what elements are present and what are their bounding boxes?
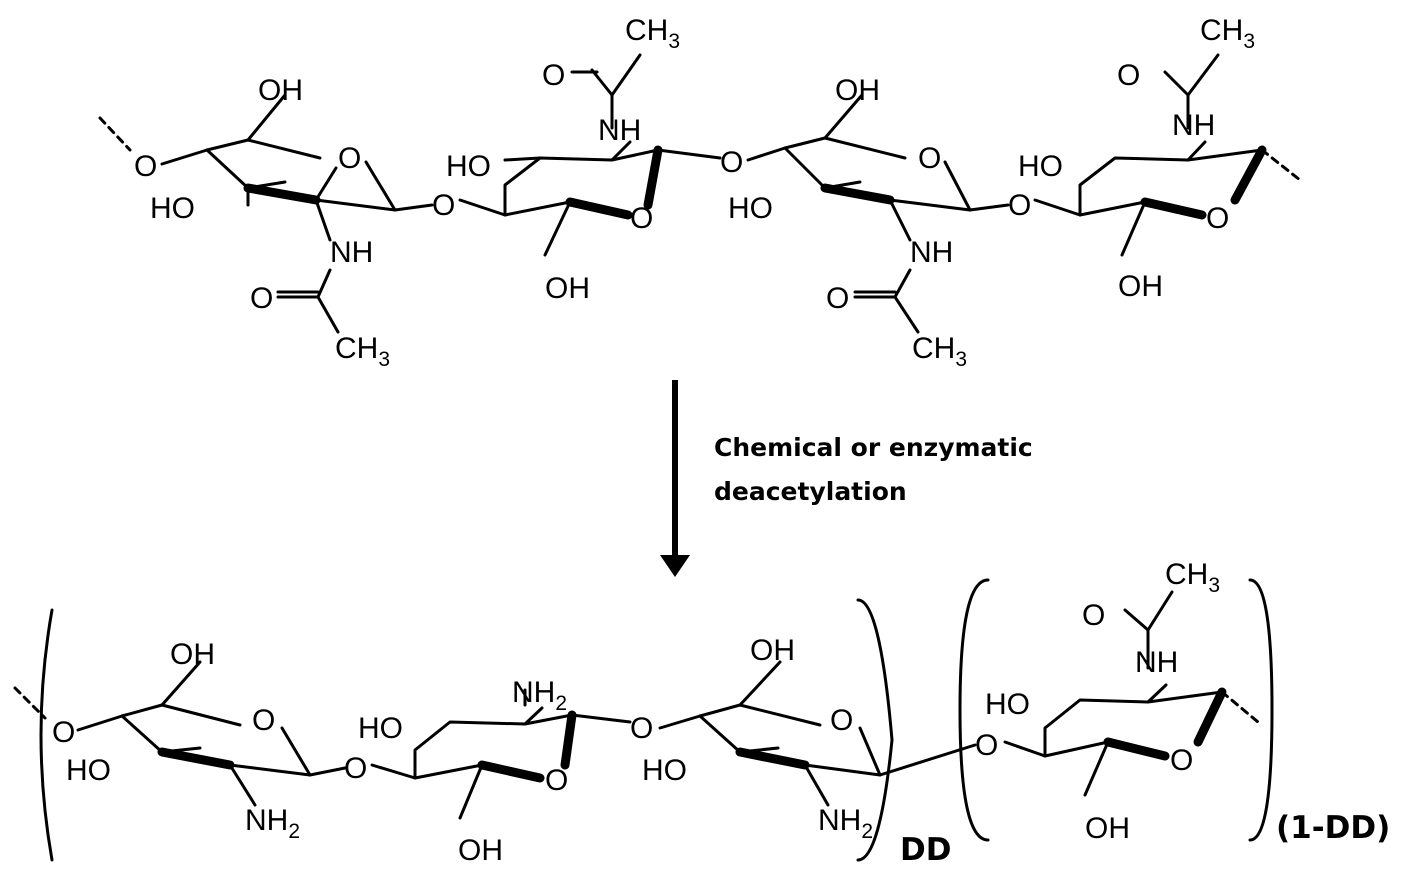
atom-carbonyl-o: O — [542, 59, 565, 92]
atom-ho: HO — [446, 150, 491, 183]
atom-oh: OH — [170, 638, 215, 671]
chitin-chain — [98, 53, 1302, 334]
atom-ring-o: O — [1170, 744, 1193, 777]
atom-amine: NH2 — [245, 804, 300, 843]
atom-bridge-o: O — [52, 716, 75, 749]
atom-ring-o: O — [545, 764, 568, 797]
chitosan-atom-labels: O OH O HO NH2 O HO OH O NH2 O OH O HO NH… — [52, 558, 1390, 868]
chitosan-block — [13, 598, 977, 862]
atom-ho: HO — [358, 712, 403, 745]
atom-carbonyl-o: O — [1082, 599, 1105, 632]
atom-ch3: CH3 — [1165, 558, 1220, 597]
atom-carbonyl-o: O — [826, 282, 849, 315]
atom-nh: NH — [1172, 109, 1215, 142]
atom-ring-o: O — [338, 142, 361, 175]
atom-ho: HO — [985, 688, 1030, 721]
atom-ho: HO — [1018, 150, 1063, 183]
atom-oh: OH — [1085, 812, 1130, 845]
atom-oh: OH — [458, 834, 503, 867]
atom-bridge-o: O — [975, 729, 998, 762]
atom-bridge-o: O — [630, 712, 653, 745]
atom-ring-o: O — [630, 202, 653, 235]
atom-bridge-o: O — [1008, 189, 1031, 222]
atom-ch3: CH3 — [1200, 14, 1255, 53]
atom-ring-o: O — [252, 704, 275, 737]
atom-ch3: CH3 — [335, 332, 390, 371]
reaction-label-line2: deacetylation — [714, 477, 907, 506]
atom-oh: OH — [835, 74, 880, 107]
atom-nh: NH — [1135, 646, 1178, 679]
atom-ho: HO — [150, 192, 195, 225]
chitin-atom-labels: O OH O HO NH O CH3 O HO OH O NH O CH3 O … — [134, 14, 1255, 371]
atom-oh: OH — [750, 634, 795, 667]
atom-ho: HO — [66, 754, 111, 787]
chitin-residue-block — [958, 578, 1274, 842]
atom-oh: OH — [258, 74, 303, 107]
atom-bridge-o: O — [720, 146, 743, 179]
atom-ring-o: O — [1206, 202, 1229, 235]
atom-nh: NH — [910, 236, 953, 269]
reaction-arrow — [660, 380, 690, 577]
atom-ch3: CH3 — [625, 14, 680, 53]
atom-bridge-o: O — [134, 150, 157, 183]
atom-ho: HO — [728, 192, 773, 225]
atom-bridge-o: O — [432, 189, 455, 222]
atom-oh: OH — [1118, 270, 1163, 303]
atom-amine: NH2 — [818, 804, 873, 843]
dd-label: DD — [900, 832, 951, 868]
atom-nh: NH — [330, 236, 373, 269]
atom-amine: NH2 — [512, 676, 567, 715]
atom-bridge-o: O — [344, 752, 367, 785]
one-minus-dd-label: (1-DD) — [1276, 810, 1390, 846]
atom-nh: NH — [598, 114, 641, 147]
atom-carbonyl-o: O — [250, 282, 273, 315]
atom-ho: HO — [642, 754, 687, 787]
atom-ring-o: O — [830, 704, 853, 737]
atom-ring-o: O — [918, 142, 941, 175]
atom-ch3: CH3 — [912, 332, 967, 371]
reaction-label-line1: Chemical or enzymatic — [714, 433, 1033, 462]
atom-oh: OH — [545, 272, 590, 305]
atom-carbonyl-o: O — [1117, 59, 1140, 92]
